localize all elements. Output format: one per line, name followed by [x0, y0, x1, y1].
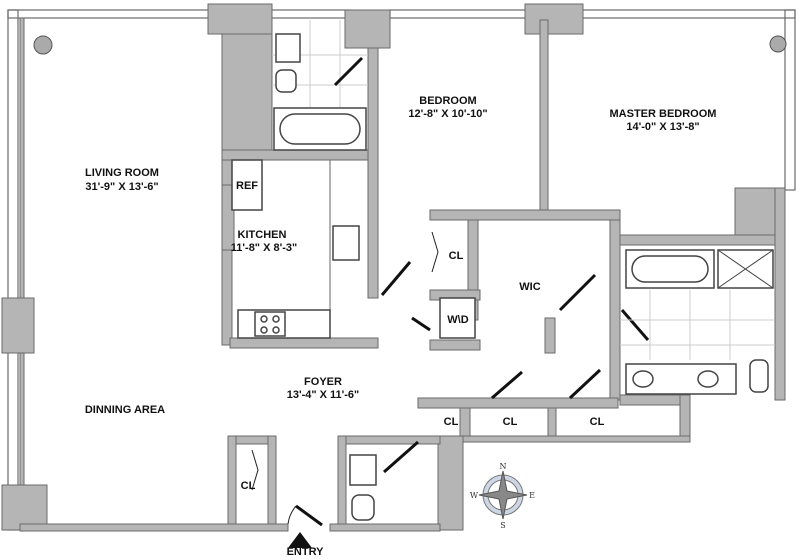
foyer-name: FOYER — [304, 376, 342, 388]
compass-rose-icon: N S E W — [470, 462, 535, 530]
toilet-icon — [351, 494, 375, 521]
kitchen-fixtures — [231, 159, 360, 339]
washer-dryer — [439, 297, 476, 339]
foyer-dims: 13'-4" X 11'-6" — [287, 389, 360, 401]
bedroom-dims: 12'-8" X 10'-10" — [408, 108, 487, 120]
compass-s: S — [500, 521, 505, 530]
bathroom-powder — [349, 454, 377, 521]
bathroom-master — [620, 249, 775, 395]
column — [769, 35, 787, 53]
ref-label: REF — [236, 180, 258, 192]
door[interactable] — [333, 56, 364, 87]
closet-label: CL — [444, 416, 459, 428]
bedroom-name: BEDROOM — [419, 95, 476, 107]
compass-w: W — [470, 491, 479, 500]
sink-icon — [275, 33, 301, 63]
toilet-icon — [275, 69, 297, 93]
closet-label: CL — [590, 416, 605, 428]
closet-label: CL — [241, 480, 256, 492]
entry-label: ENTRY — [287, 546, 325, 558]
entry-arrow-icon — [288, 532, 312, 548]
closet-label: CL — [449, 250, 464, 262]
doors — [251, 231, 650, 548]
toilet-icon — [749, 359, 769, 393]
compass-n: N — [500, 462, 507, 471]
closet-label: CL — [503, 416, 518, 428]
master-bedroom-dims: 14'-0" X 13'-8" — [626, 121, 699, 133]
sink-icon — [332, 225, 360, 261]
room-labels: LIVING ROOM 31'-9" X 13'-6" BEDROOM 12'-… — [85, 95, 717, 558]
living-room-name: LIVING ROOM — [85, 167, 159, 179]
stove-icon — [254, 311, 286, 337]
washer-dryer-label: W\D — [447, 314, 468, 326]
master-bedroom-name: MASTER BEDROOM — [610, 108, 717, 120]
kitchen-name: KITCHEN — [238, 229, 287, 241]
sink-icon — [349, 454, 377, 486]
column — [33, 35, 53, 55]
walls — [1, 3, 786, 532]
dining-area-name: DINNING AREA — [85, 404, 165, 416]
compass-e: E — [529, 491, 535, 500]
living-room-dims: 31'-9" X 13'-6" — [85, 181, 158, 193]
bathroom-upper — [272, 20, 368, 151]
wic-label: WIC — [519, 281, 540, 293]
kitchen-dims: 11'-8" X 8'-3" — [231, 242, 297, 254]
refrigerator — [231, 159, 263, 211]
